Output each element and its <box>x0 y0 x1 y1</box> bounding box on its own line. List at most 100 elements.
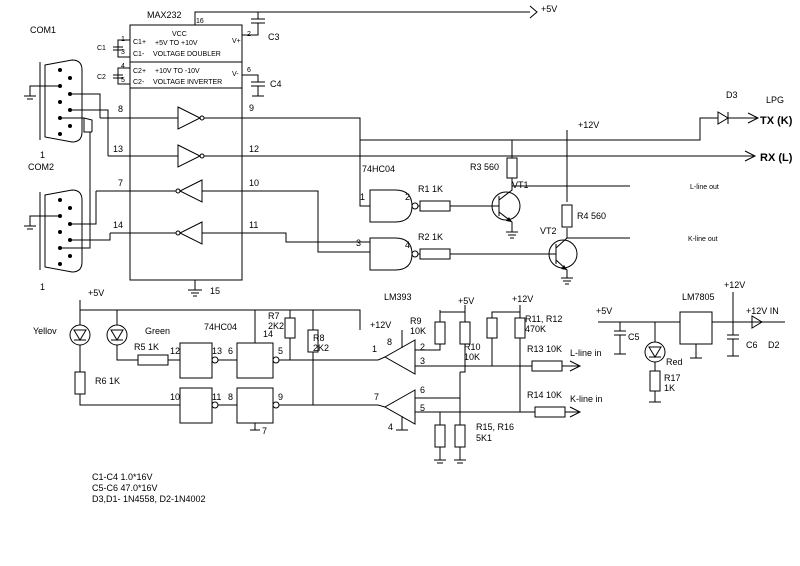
resistor-r5 <box>137 354 169 366</box>
resistor-r13-label: R13 10K <box>527 344 562 354</box>
hc04-top-gates: 74HC04 1 2 3 4 <box>318 140 419 271</box>
capacitor-c6-label: C6 <box>746 340 758 350</box>
com1-connector: COM1 1 <box>24 25 109 160</box>
resistor-r1516-label: R15, R16 <box>476 422 514 432</box>
note-line-2: C5-C6 47.0*16V <box>92 483 158 493</box>
resistor-r1112-value: 470K <box>525 324 546 334</box>
resistor-r4-label: R4 560 <box>577 211 606 221</box>
max232-vplus: V+ <box>232 38 241 45</box>
resistor-r6-label: R6 1K <box>95 376 120 386</box>
resistor-r7 <box>284 317 296 339</box>
max232-c1p: C1+ <box>133 39 146 46</box>
hc04-bottom-gates: 74HC04 12 13 6 14 5 10 11 8 9 7 <box>170 322 283 436</box>
max232-pin8: 8 <box>118 104 123 114</box>
svg-text:C2: C2 <box>97 74 106 81</box>
resistor-r17-value: 1K <box>664 383 675 393</box>
com2-connector: COM2 1 <box>24 117 111 292</box>
comparator-lower: 6 5 7 4 <box>374 385 425 432</box>
svg-text:10: 10 <box>170 392 180 402</box>
led-yellow: Yellov <box>33 324 91 346</box>
com2-label: COM2 <box>28 162 54 172</box>
svg-text:2: 2 <box>405 192 410 202</box>
svg-text:3: 3 <box>420 356 425 366</box>
capacitor-c1: C1 <box>97 39 130 58</box>
svg-text:6: 6 <box>420 385 425 395</box>
resistor-r7-value: 2K2 <box>268 321 284 331</box>
capacitor-c5-label: C5 <box>628 332 640 342</box>
resistor-r1112-label: R11, R12 <box>525 314 562 324</box>
svg-text:4: 4 <box>388 422 393 432</box>
max232-vcc-range: +5V TO +10V <box>155 40 198 47</box>
svg-text:5: 5 <box>420 403 425 413</box>
resistor-r3-label: R3 560 <box>470 162 499 172</box>
resistor-r17-label: R17 <box>664 373 681 383</box>
max232-pin15: 15 <box>210 286 220 296</box>
capacitor-c4-label: C4 <box>270 79 282 89</box>
lm7805-label: LM7805 <box>682 292 715 302</box>
max232-pin14: 14 <box>113 220 123 230</box>
resistor-r8-label: R8 <box>313 333 325 343</box>
max232-range2: +10V TO -10V <box>155 68 200 75</box>
resistor-r13 <box>531 360 563 372</box>
resistor-r11 <box>486 317 498 339</box>
com1-label: COM1 <box>30 25 56 35</box>
resistor-r7-label: R7 <box>268 311 280 321</box>
resistor-r8-value: 2K2 <box>313 343 329 353</box>
resistor-r5-label: R5 1K <box>134 342 159 352</box>
transistor-vt1: VT1 <box>490 178 529 239</box>
svg-text:7: 7 <box>374 392 379 402</box>
ps-12v-label: +12V <box>724 280 745 290</box>
resistor-r1516-value: 5K1 <box>476 433 492 443</box>
resistor-r10-label: R10 <box>464 342 481 352</box>
max232-pin5: 5 <box>121 77 125 84</box>
max232-doubler: VOLTAGE DOUBLER <box>153 51 221 58</box>
resistor-r2-label: R2 1K <box>418 232 443 242</box>
svg-text:11: 11 <box>212 392 221 402</box>
r-12v-label: +12V <box>578 120 599 130</box>
max232-pin3: 3 <box>121 49 125 56</box>
resistor-r1-label: R1 1K <box>418 184 443 194</box>
max232-vminus: V- <box>232 71 239 78</box>
lpg-label: LPG <box>766 95 784 105</box>
note-line-1: C1-C4 1.0*16V <box>92 472 153 482</box>
svg-text:VT1: VT1 <box>512 180 529 190</box>
svg-text:Green: Green <box>145 326 170 336</box>
diode-d2-label: D2 <box>768 340 780 350</box>
left-5v-label: +5V <box>88 288 104 298</box>
resistor-r17 <box>649 370 661 392</box>
resistor-r9-value: 10K <box>410 326 426 336</box>
resistor-r16 <box>454 424 466 448</box>
k-line-in-label: K-line in <box>570 394 603 404</box>
resistor-r14-label: R14 10K <box>527 390 562 400</box>
max232-pin4: 4 <box>121 63 125 70</box>
top-5v-label: +5V <box>541 4 557 14</box>
svg-text:C1: C1 <box>97 45 106 52</box>
resistor-r9-label: R9 <box>410 316 422 326</box>
svg-text:13: 13 <box>212 346 222 356</box>
max232-pin11: 11 <box>249 220 258 230</box>
max232-inverter: VOLTAGE INVERTER <box>153 79 222 86</box>
svg-text:9: 9 <box>278 392 283 402</box>
regulator-lm7805 <box>679 311 713 345</box>
resistor-r10 <box>459 321 471 345</box>
max232-c1m: C1- <box>133 51 145 58</box>
max232-pin12: 12 <box>249 144 259 154</box>
max232-pin7: 7 <box>118 178 123 188</box>
hc04-top-label: 74HC04 <box>362 164 395 174</box>
lm393-12v2-label: +12V <box>512 294 533 304</box>
resistor-r6 <box>74 371 86 395</box>
svg-text:1: 1 <box>372 344 377 354</box>
svg-text:Yellov: Yellov <box>33 326 57 336</box>
led-red: Red <box>644 341 683 367</box>
lm393-5v-label: +5V <box>458 296 474 306</box>
max232-c2m: C2- <box>133 79 145 86</box>
rx-l-label: RX (L) <box>760 152 793 164</box>
top-5v-rail: +5V C3 C4 <box>194 4 557 97</box>
resistor-r8 <box>307 329 319 353</box>
max232-c2p: C2+ <box>133 68 146 75</box>
svg-text:Red: Red <box>666 357 683 367</box>
svg-text:1: 1 <box>360 192 365 202</box>
com2-pin1: 1 <box>40 282 45 292</box>
l-line-out-label: L-line out <box>690 184 719 191</box>
